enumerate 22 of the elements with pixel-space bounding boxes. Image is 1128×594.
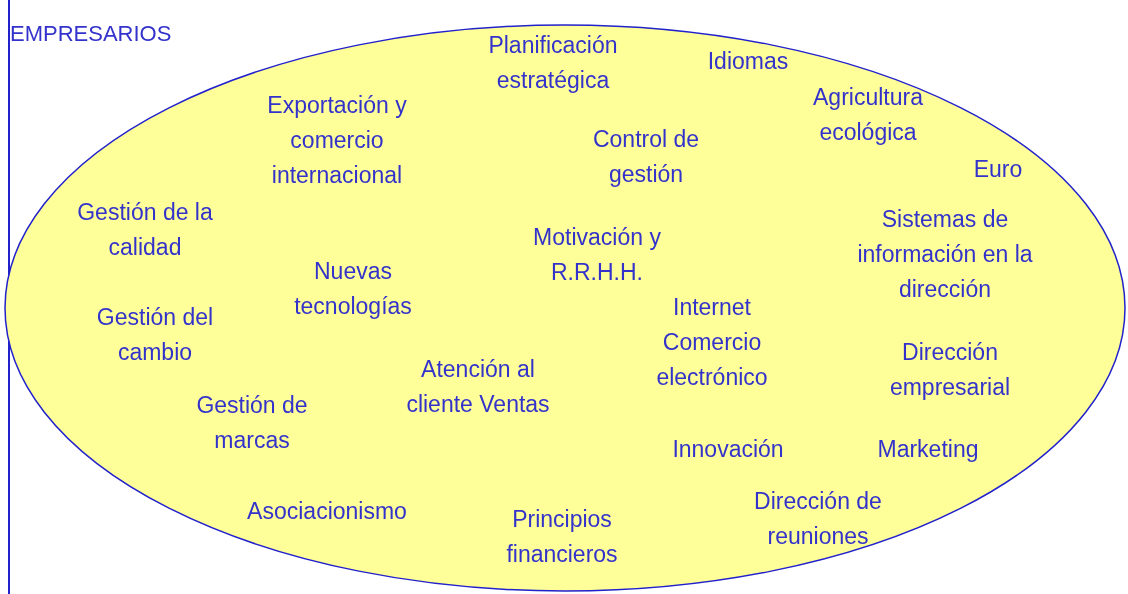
topic-text: Innovación bbox=[671, 435, 785, 464]
topic-text: Asociacionismo bbox=[246, 497, 408, 526]
topic-text: Atención al cliente Ventas bbox=[405, 355, 551, 419]
topic-text: Exportación y comercio internacional bbox=[266, 91, 408, 190]
topic-text: Marketing bbox=[876, 435, 980, 464]
topic-text: Idiomas bbox=[706, 47, 790, 76]
topic-text: Gestión de la calidad bbox=[76, 198, 214, 262]
topic-text: Principios financieros bbox=[505, 505, 619, 569]
topic-text: Motivación y R.R.H.H. bbox=[532, 223, 662, 287]
ellipse-area bbox=[4, 24, 1126, 592]
topic-text: Planificación estratégica bbox=[487, 31, 619, 95]
topic-text: Internet Comercio electrónico bbox=[655, 293, 769, 392]
topic-text: Gestión de marcas bbox=[195, 391, 309, 455]
topic-text: Control de gestión bbox=[591, 125, 701, 189]
topic-text: Agricultura ecológica bbox=[812, 83, 924, 147]
topic-text: Nuevas tecnologías bbox=[293, 257, 413, 321]
topic-text: Euro bbox=[972, 155, 1024, 184]
topic-text: Sistemas de información en la dirección bbox=[856, 205, 1034, 304]
topic-text: Gestión del cambio bbox=[95, 303, 215, 367]
heading-label: EMPRESARIOS bbox=[10, 20, 172, 48]
topic-text: Dirección empresarial bbox=[888, 338, 1012, 402]
topic-text: Dirección de reuniones bbox=[753, 487, 883, 551]
